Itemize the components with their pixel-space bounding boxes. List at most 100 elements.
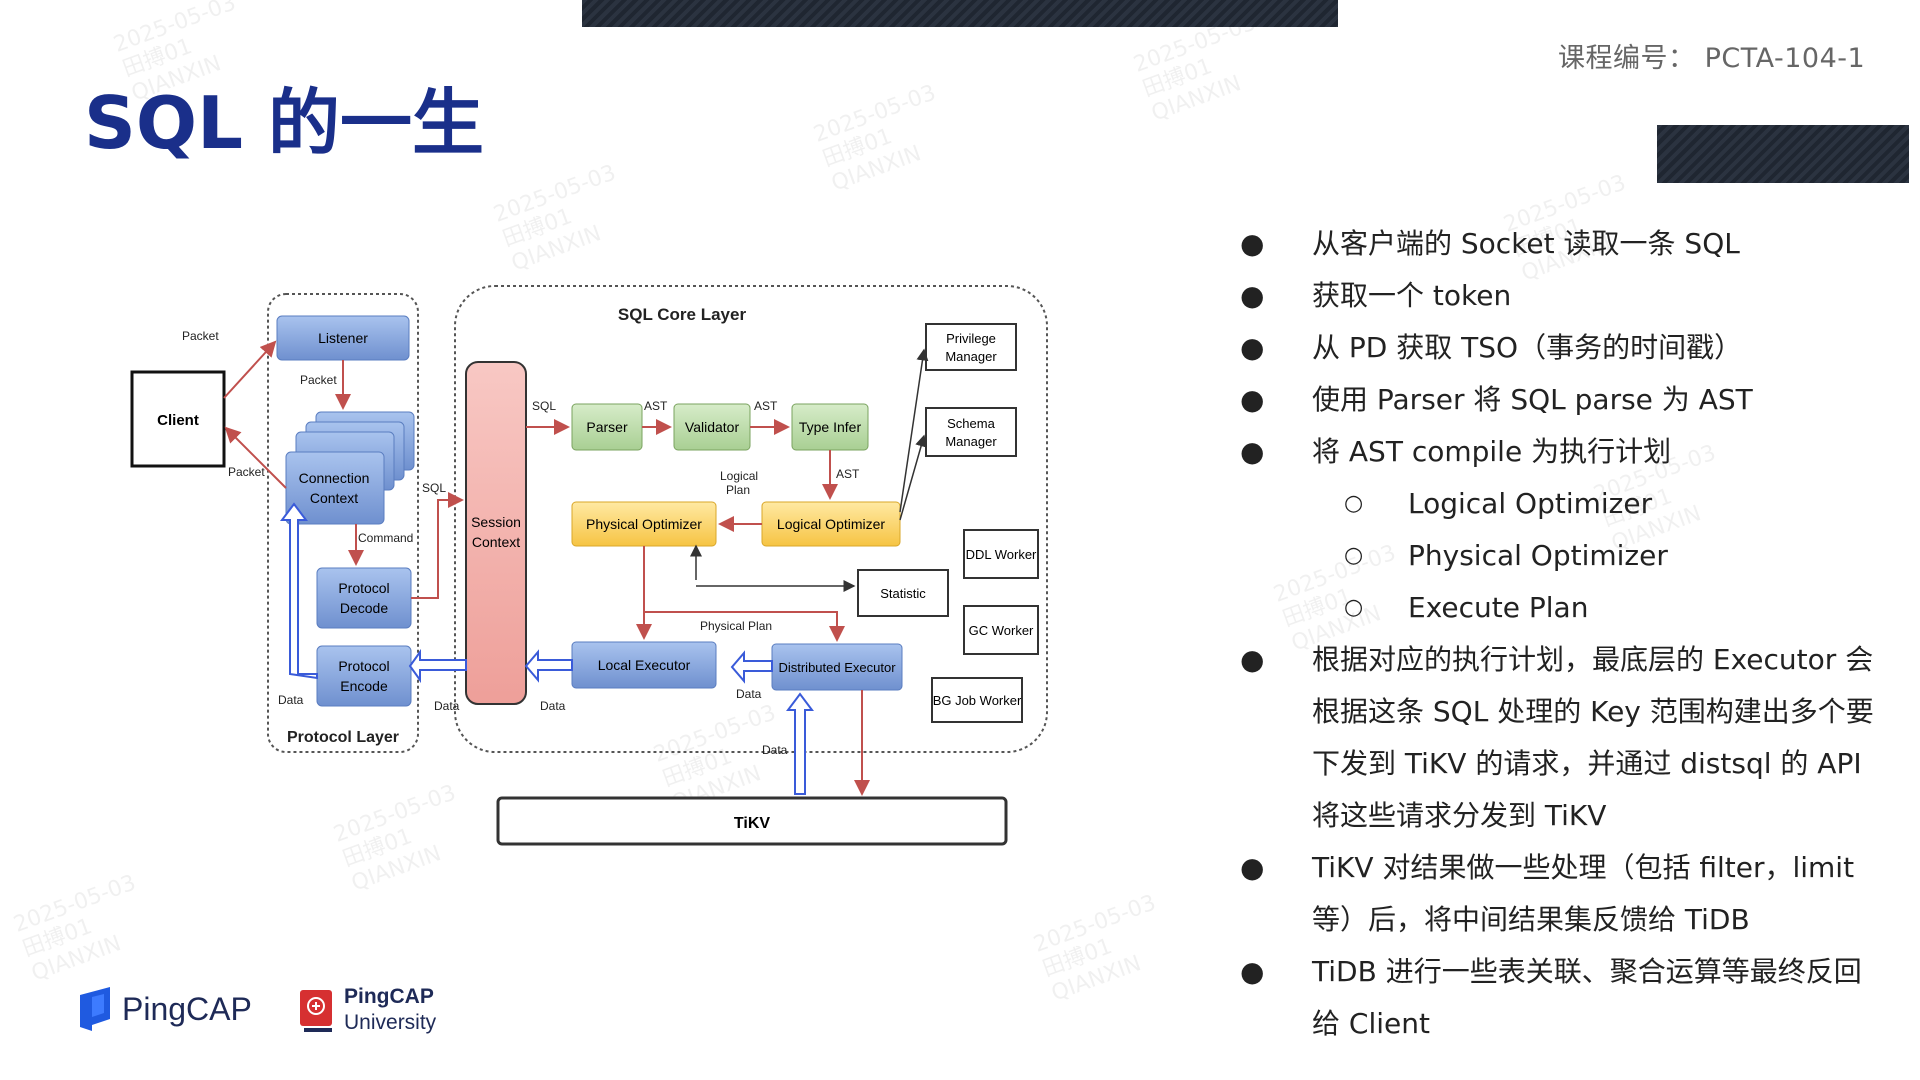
- sql-core-layer-label: SQL Core Layer: [618, 305, 747, 324]
- bullet-item: ●根据对应的执行计划，最底层的 Executor 会: [1240, 634, 1900, 686]
- sql-core-layer-border: [454, 285, 1048, 753]
- bullet-dot-icon: ●: [1240, 851, 1265, 884]
- right-decor-bar: [1657, 125, 1909, 183]
- bullet-item: ●从 PD 获取 TSO（事务的时间戳）: [1240, 322, 1900, 374]
- privilege-manager-label: Manager: [945, 349, 997, 364]
- gc-worker-box: [963, 605, 1039, 655]
- bullet-dot-icon: ●: [1240, 955, 1265, 988]
- tikv-box: [496, 796, 1008, 846]
- top-decor-bar: [582, 0, 1338, 27]
- client-box: [130, 370, 226, 468]
- red-arrows: [223, 340, 870, 796]
- sub-bullet-item: ○Logical Optimizer: [1240, 478, 1900, 530]
- bullet-dot-icon: ●: [1240, 227, 1265, 260]
- session-context-label: Session: [471, 514, 521, 530]
- local-executor-label: Local Executor: [598, 657, 691, 673]
- sub-bullet-item: ○Physical Optimizer: [1240, 530, 1900, 582]
- statistic-label: Statistic: [880, 586, 926, 601]
- physical-optimizer-label: Physical Optimizer: [586, 516, 702, 532]
- edge-label: Data: [434, 699, 460, 713]
- pingcap-logo-icon: [80, 987, 110, 1031]
- bullet-item: ●使用 Parser 将 SQL parse 为 AST: [1240, 374, 1900, 426]
- protocol-encode-box: [316, 645, 412, 707]
- edge-label: Data: [278, 693, 304, 707]
- edge-label: Data: [540, 699, 566, 713]
- session-context-label: Context: [472, 534, 520, 550]
- edge-label: Packet: [228, 465, 265, 479]
- connection-context-label: Connection: [299, 470, 370, 486]
- edge-label: Data: [762, 743, 788, 757]
- ddl-worker-box: [963, 529, 1039, 579]
- bullet-dot-icon: ●: [1240, 331, 1265, 364]
- sub-bullet-item: ○Execute Plan: [1240, 582, 1900, 634]
- bg-job-worker-box: [931, 677, 1023, 723]
- privilege-manager-label: Privilege: [946, 331, 996, 346]
- bullet-dot-icon: ●: [1240, 279, 1265, 312]
- bullet-continuation: 等）后，将中间结果集反馈给 TiDB: [1312, 903, 1750, 936]
- architecture-diagram: Protocol Layer SQL Core Layer Client Lis…: [130, 285, 1048, 846]
- bullet-circle-icon: ○: [1344, 595, 1364, 620]
- edge-label: Logical: [720, 469, 758, 483]
- edge-label: AST: [754, 399, 778, 413]
- session-context-box: [465, 361, 527, 705]
- tikv-label: TiKV: [734, 815, 770, 832]
- gc-worker-label: GC Worker: [969, 623, 1034, 638]
- bullet-dot-icon: ●: [1240, 383, 1265, 416]
- bullet-item: ●TiKV 对结果做一些处理（包括 filter，limit: [1240, 842, 1900, 894]
- statistic-box: [857, 569, 949, 617]
- logical-optimizer-label: Logical Optimizer: [777, 516, 885, 532]
- bullet-item: ●从客户端的 Socket 读取一条 SQL: [1240, 218, 1900, 270]
- bullet-continuation: 给 Client: [1312, 1007, 1430, 1040]
- protocol-encode-label: Encode: [340, 678, 388, 694]
- listener-label: Listener: [318, 330, 368, 346]
- edge-label: SQL: [422, 481, 446, 495]
- pingcap-logo: PingCAP: [78, 986, 252, 1032]
- bullet-dot-icon: ●: [1240, 643, 1265, 676]
- university-logo-line1: PingCAP: [344, 985, 434, 1008]
- privilege-manager-box: [925, 323, 1017, 371]
- bg-job-worker-label: BG Job Worker: [933, 693, 1022, 708]
- bullet-dot-icon: ●: [1240, 435, 1265, 468]
- protocol-layer-border: [267, 293, 419, 753]
- black-arrows: [690, 348, 929, 592]
- bullet-item: ●TiDB 进行一些表关联、聚合运算等最终反回: [1240, 946, 1900, 998]
- edge-label: Packet: [300, 373, 337, 387]
- type-infer-label: Type Infer: [799, 419, 862, 435]
- schema-manager-box: [925, 407, 1017, 457]
- university-logo-line2: University: [344, 1011, 437, 1034]
- bullet-item: ●获取一个 token: [1240, 270, 1900, 322]
- protocol-decode-label: Decode: [340, 600, 388, 616]
- edge-label: AST: [836, 467, 860, 481]
- ddl-worker-label: DDL Worker: [966, 547, 1037, 562]
- course-code: 课程编号： PCTA-104-1: [1558, 43, 1866, 74]
- edge-label: Physical Plan: [700, 619, 772, 633]
- distributed-executor-label: Distributed Executor: [778, 660, 896, 675]
- validator-label: Validator: [685, 419, 740, 435]
- bullet-item: ●将 AST compile 为执行计划: [1240, 426, 1900, 478]
- bullet-continuation: 将这些请求分发到 TiKV: [1312, 799, 1607, 832]
- pingcap-university-logo: PingCAP University: [298, 984, 436, 1036]
- bullet-continuation: 下发到 TiKV 的请求，并通过 distsql 的 API: [1312, 747, 1862, 780]
- protocol-layer-label: Protocol Layer: [287, 729, 399, 746]
- edge-label: Data: [736, 687, 762, 701]
- edge-label: AST: [644, 399, 668, 413]
- university-book-icon: [300, 990, 332, 1032]
- bullet-list: ●从客户端的 Socket 读取一条 SQL ●获取一个 token ●从 PD…: [1240, 218, 1900, 1050]
- pingcap-logo-text: PingCAP: [122, 990, 252, 1027]
- bullet-circle-icon: ○: [1344, 543, 1364, 568]
- protocol-encode-label: Protocol: [338, 658, 389, 674]
- bullet-circle-icon: ○: [1344, 491, 1364, 516]
- edge-label: Plan: [726, 483, 750, 497]
- edge-label: SQL: [532, 399, 556, 413]
- schema-manager-label: Schema: [947, 416, 995, 431]
- edge-label: Packet: [182, 329, 219, 343]
- slide-title: SQL 的一生: [84, 81, 485, 165]
- client-label: Client: [157, 412, 199, 429]
- parser-label: Parser: [586, 419, 628, 435]
- bullet-continuation: 根据这条 SQL 处理的 Key 范围构建出多个要: [1312, 695, 1874, 728]
